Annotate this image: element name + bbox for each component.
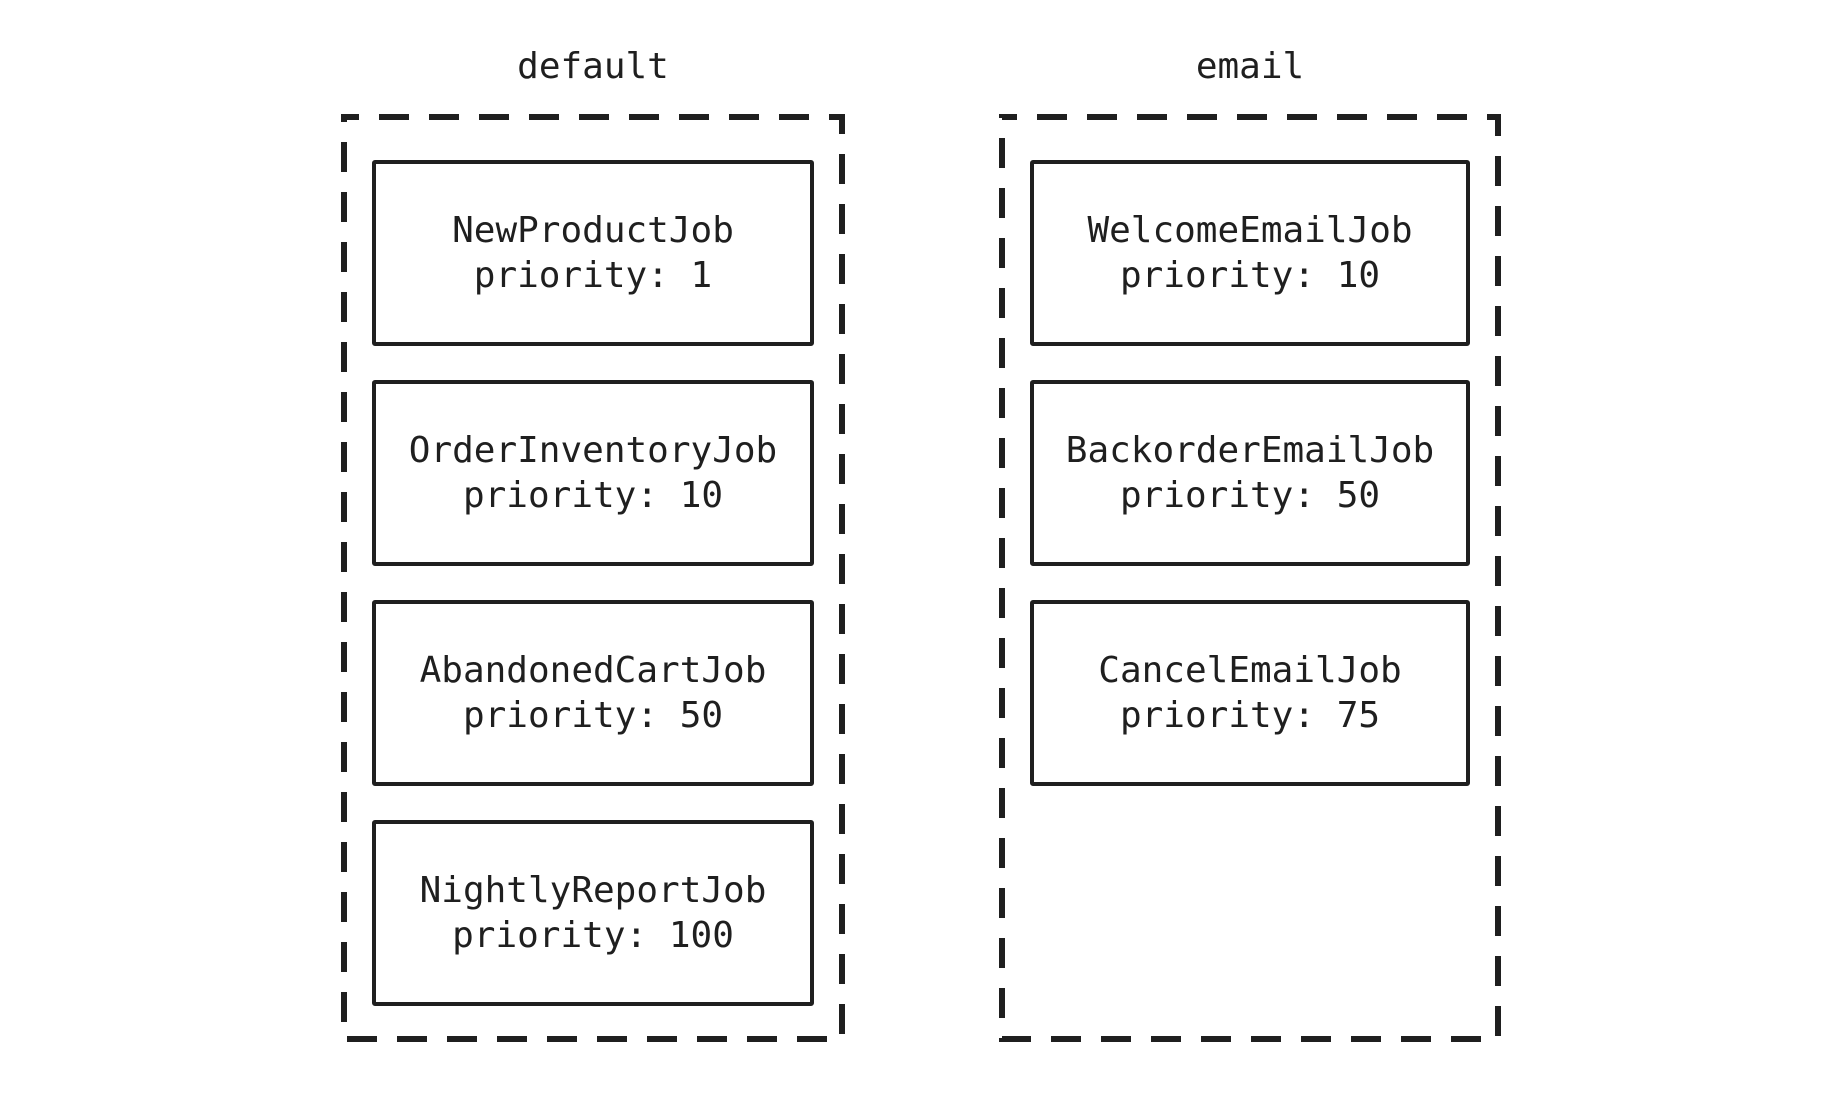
job-class-name: BackorderEmailJob bbox=[1065, 430, 1435, 471]
job-box-backorder-email-job: BackorderEmailJob priority: 50 bbox=[1030, 380, 1470, 566]
job-box-abandoned-cart-job: AbandonedCartJob priority: 50 bbox=[372, 600, 814, 786]
job-priority: priority: 50 bbox=[1119, 475, 1381, 516]
job-box-welcome-email-job: WelcomeEmailJob priority: 10 bbox=[1030, 160, 1470, 346]
job-box-order-inventory-job: OrderInventoryJob priority: 10 bbox=[372, 380, 814, 566]
job-class-name: WelcomeEmailJob bbox=[1087, 210, 1413, 251]
job-class-name: OrderInventoryJob bbox=[408, 430, 778, 471]
job-box-new-product-job: NewProductJob priority: 1 bbox=[372, 160, 814, 346]
job-priority: priority: 10 bbox=[1119, 255, 1381, 296]
job-priority: priority: 100 bbox=[452, 915, 734, 956]
queue-label-default: default bbox=[517, 46, 669, 87]
job-class-name: AbandonedCartJob bbox=[419, 650, 767, 691]
queue-container-email: WelcomeEmailJob priority: 10 BackorderEm… bbox=[999, 114, 1501, 1042]
queue-label-email: email bbox=[1195, 46, 1305, 87]
job-priority: priority: 1 bbox=[473, 255, 713, 296]
job-class-name: CancelEmailJob bbox=[1098, 650, 1402, 691]
job-box-cancel-email-job: CancelEmailJob priority: 75 bbox=[1030, 600, 1470, 786]
queue-container-default: NewProductJob priority: 1 OrderInventory… bbox=[341, 114, 845, 1042]
job-class-name: NightlyReportJob bbox=[419, 870, 767, 911]
job-class-name: NewProductJob bbox=[452, 210, 734, 251]
job-priority: priority: 75 bbox=[1119, 695, 1381, 736]
job-priority: priority: 10 bbox=[462, 475, 724, 516]
job-priority: priority: 50 bbox=[462, 695, 724, 736]
job-box-nightly-report-job: NightlyReportJob priority: 100 bbox=[372, 820, 814, 1006]
